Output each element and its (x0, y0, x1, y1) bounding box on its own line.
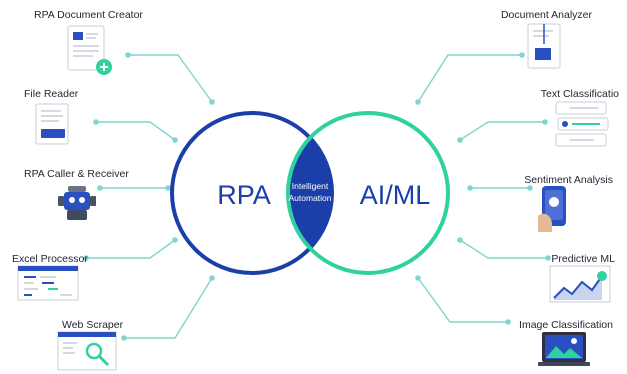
connector-text-classification (459, 121, 545, 141)
connector-dot (542, 119, 548, 125)
overlap-label-line2: Automation (289, 193, 332, 203)
spreadsheet-icon (17, 265, 79, 301)
connector-dot (165, 185, 171, 191)
left-connector-dots (83, 52, 215, 341)
rpa-circle (170, 111, 334, 275)
robot-icon (58, 186, 96, 220)
label-rpa-document-creator: RPA Document Creator (34, 9, 143, 21)
connector-excel-processor (86, 239, 176, 259)
connector-dot (467, 185, 473, 191)
label-excel-processor: Excel Processor (12, 253, 88, 265)
rpa-circle-label: RPA (217, 180, 271, 210)
connector-dot (457, 237, 463, 243)
ml-circle-label: AI/ML (360, 180, 431, 210)
label-image-classification: Image Classification (519, 319, 613, 331)
label-text-classification: Text Classificatio (540, 88, 619, 100)
left-connectors (86, 54, 213, 339)
connector-image-classification (417, 277, 508, 323)
connector-dot (527, 185, 533, 191)
right-connectors (417, 54, 548, 323)
document-add-icon (67, 25, 112, 75)
connector-dot (121, 335, 127, 341)
connector-dot (97, 185, 103, 191)
connector-dot (93, 119, 99, 125)
label-predictive-ml: Predictive ML (551, 253, 615, 265)
connector-dot (209, 275, 215, 281)
connector-dot (415, 99, 421, 105)
connector-dot (125, 52, 131, 58)
connector-document-analyzer (417, 54, 522, 103)
phone-hand-icon (538, 186, 566, 232)
file-icon (35, 103, 69, 145)
label-web-scraper: Web Scraper (62, 319, 124, 331)
connector-dot (209, 99, 215, 105)
connector-web-scraper (124, 277, 213, 339)
connector-dot (83, 255, 89, 261)
label-sentiment-analysis: Sentiment Analysis (524, 174, 613, 186)
connector-dot (172, 137, 178, 143)
connector-dot (545, 255, 551, 261)
label-rpa-caller-receiver: RPA Caller & Receiver (24, 168, 129, 180)
connector-dot (505, 319, 511, 325)
connector-dot (519, 52, 525, 58)
connector-predictive-ml (459, 239, 548, 259)
text-list-icon (555, 101, 609, 147)
connector-document-creator (128, 54, 213, 103)
label-file-reader: File Reader (24, 88, 79, 100)
connector-dot (172, 237, 178, 243)
connector-dot (415, 275, 421, 281)
ml-circle (286, 111, 450, 275)
chart-icon (549, 265, 611, 303)
connector-dot (457, 137, 463, 143)
magnifier-browser-icon (57, 331, 117, 371)
document-analyze-icon (527, 23, 561, 69)
label-document-analyzer: Document Analyzer (500, 9, 592, 21)
laptop-image-icon (538, 332, 590, 366)
connector-file-reader (96, 121, 176, 141)
right-connector-dots (415, 52, 551, 325)
overlap-label-line1: Intelligent (292, 181, 329, 191)
